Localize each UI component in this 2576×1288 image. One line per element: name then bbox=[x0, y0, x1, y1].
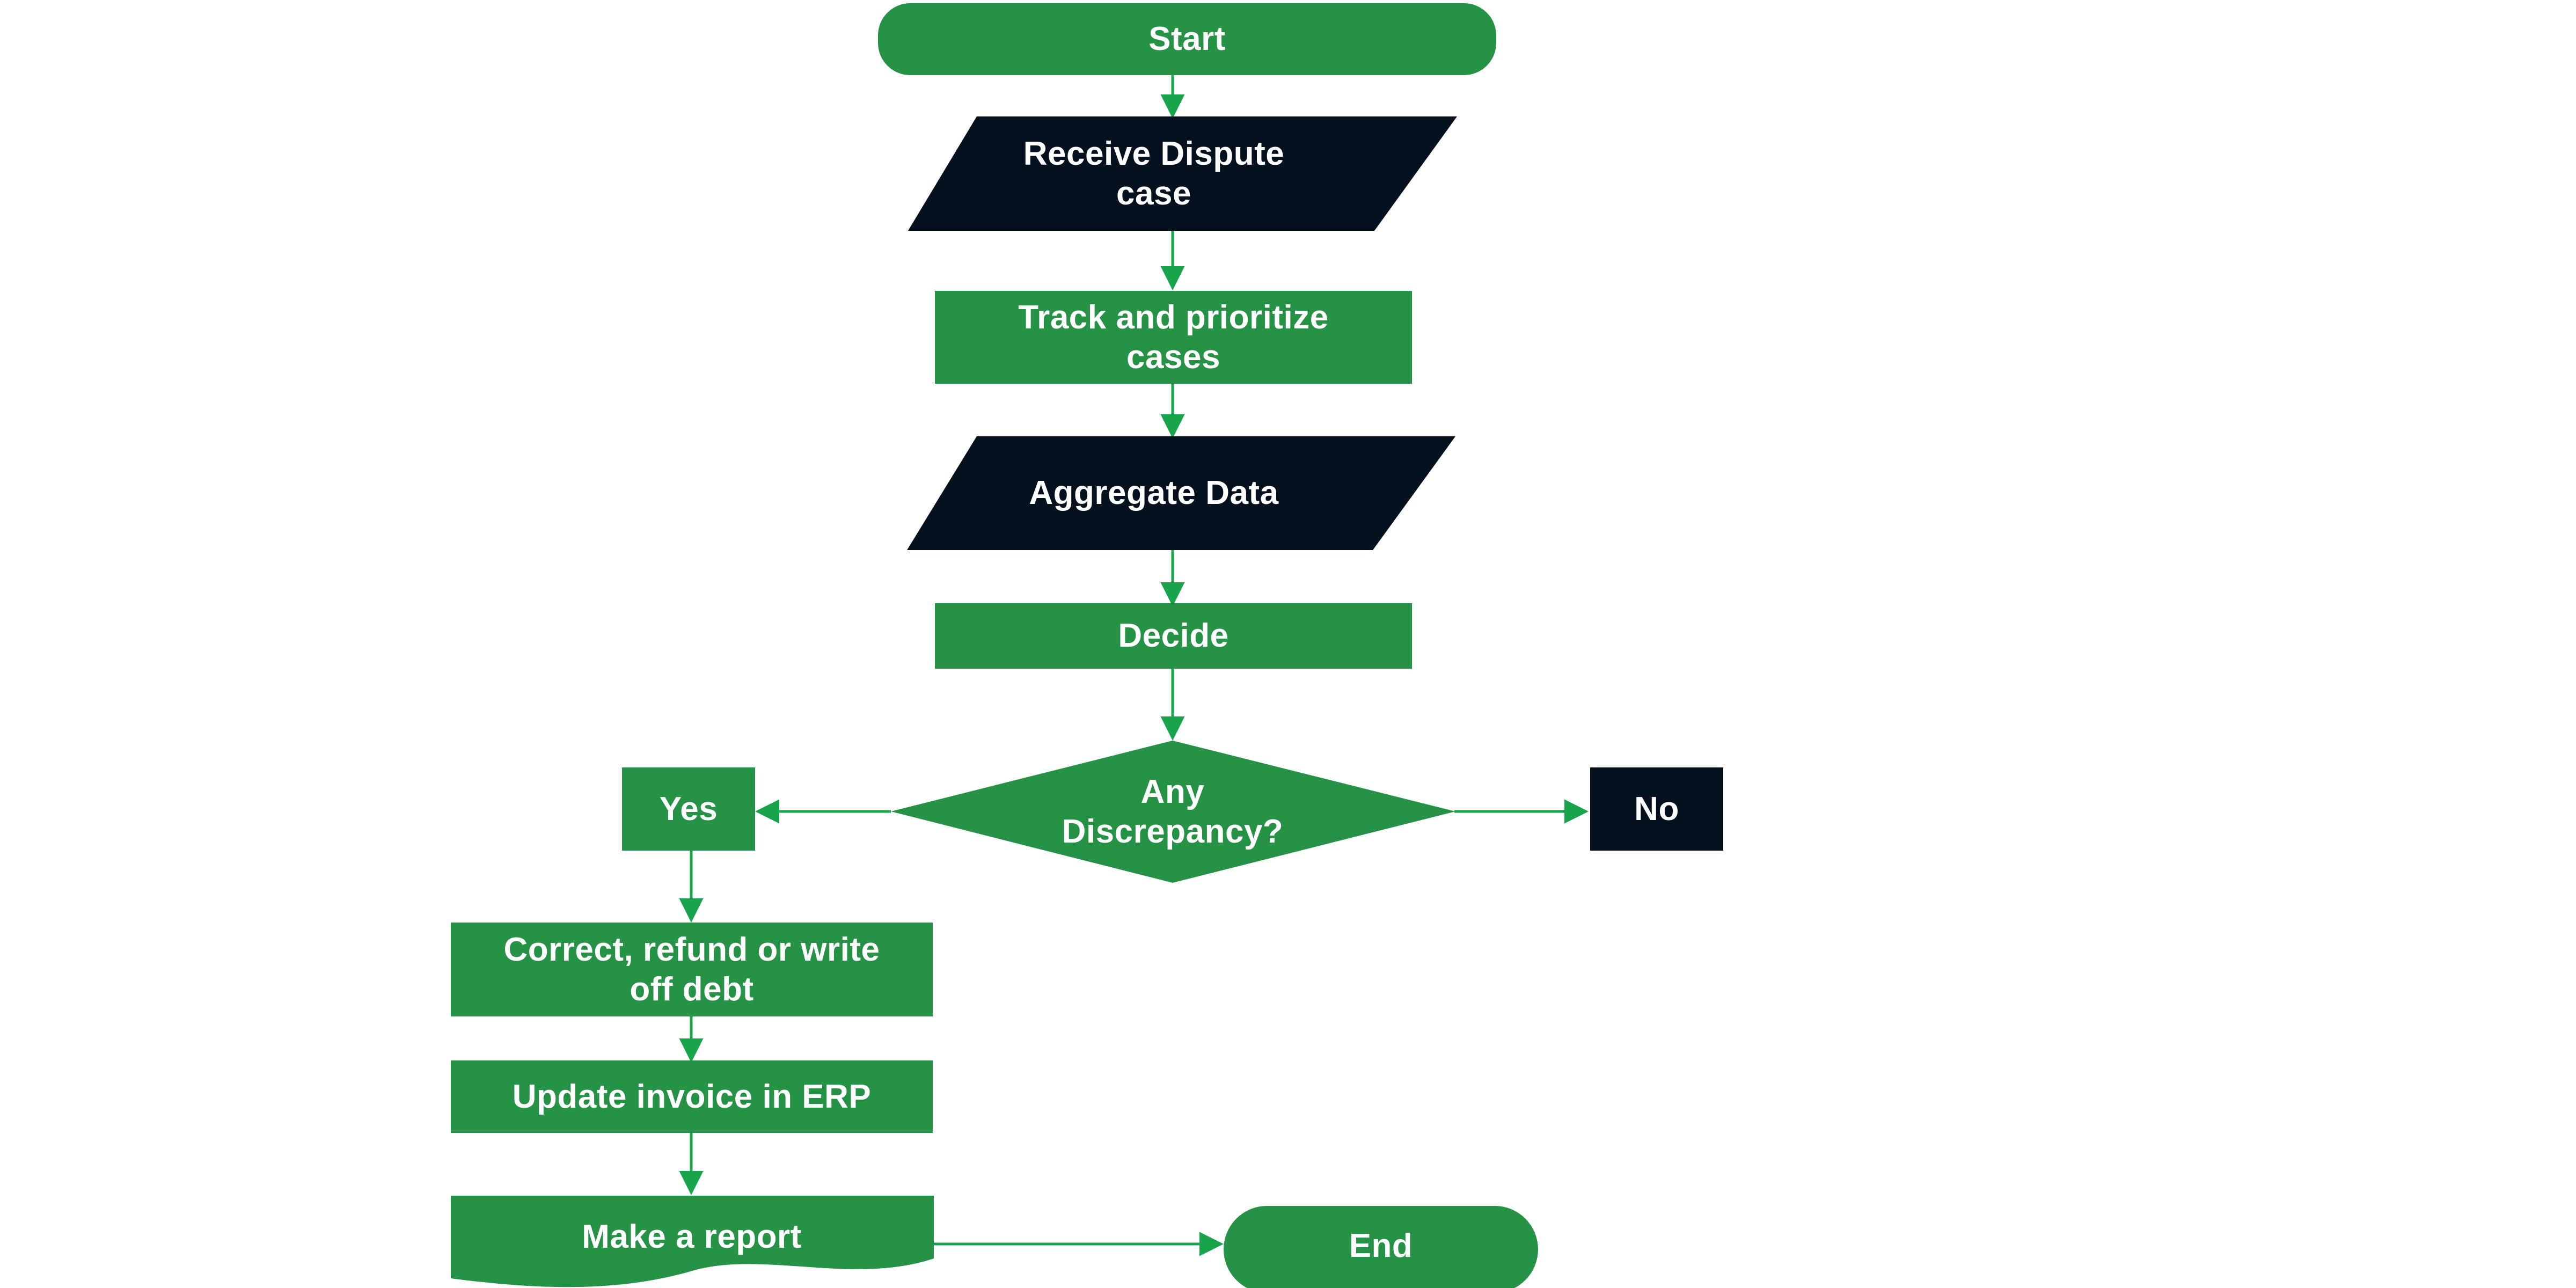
node-shape-track[interactable] bbox=[935, 291, 1412, 384]
node-shape-aggregate[interactable] bbox=[907, 436, 1455, 550]
node-start[interactable] bbox=[878, 3, 1496, 75]
node-update[interactable] bbox=[451, 1060, 933, 1133]
node-diamond[interactable] bbox=[891, 741, 1455, 883]
node-shape-report[interactable] bbox=[451, 1196, 934, 1287]
node-end[interactable] bbox=[1224, 1206, 1538, 1288]
node-shape-diamond[interactable] bbox=[891, 741, 1455, 883]
node-shape-end[interactable] bbox=[1224, 1206, 1538, 1288]
node-aggregate[interactable] bbox=[907, 436, 1455, 550]
node-shape-update[interactable] bbox=[451, 1060, 933, 1133]
node-shape-correct[interactable] bbox=[451, 923, 933, 1016]
node-yes[interactable] bbox=[622, 767, 755, 851]
node-report[interactable] bbox=[451, 1196, 934, 1288]
node-shape-yes[interactable] bbox=[622, 767, 755, 851]
node-correct[interactable] bbox=[451, 923, 933, 1016]
node-shape-no[interactable] bbox=[1590, 767, 1723, 851]
node-track[interactable] bbox=[935, 291, 1412, 384]
node-shape-start[interactable] bbox=[878, 3, 1496, 75]
node-receive[interactable] bbox=[908, 116, 1457, 231]
node-shape-receive[interactable] bbox=[908, 116, 1457, 231]
node-decide[interactable] bbox=[935, 603, 1412, 669]
node-shape-decide[interactable] bbox=[935, 603, 1412, 669]
node-no[interactable] bbox=[1590, 767, 1723, 851]
